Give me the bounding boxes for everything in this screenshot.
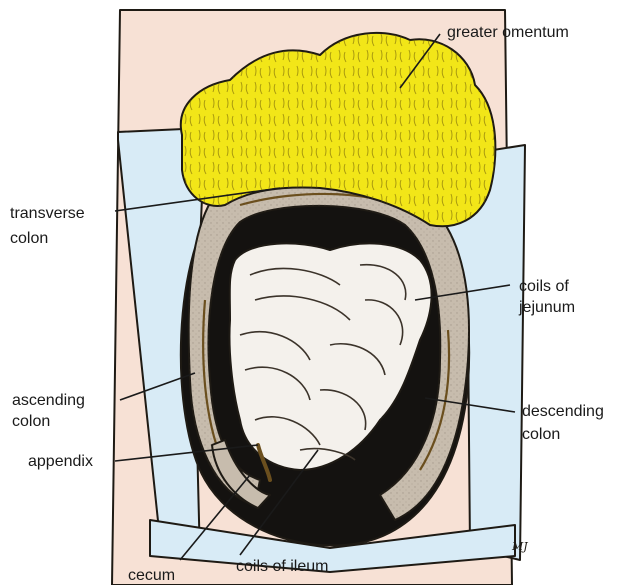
label-descending-colon: descending colon (522, 403, 608, 443)
artist-signature: MJ (511, 540, 528, 553)
label-transverse-colon: transverse colon (10, 205, 89, 247)
label-cecum: cecum (128, 567, 175, 584)
label-ascending-colon-line2: colon (12, 413, 50, 430)
label-coils-of-jejunum-line1: coils of (519, 278, 569, 295)
label-transverse-colon-line1: transverse (10, 205, 85, 222)
label-ascending-colon-line1: ascending (12, 392, 85, 409)
label-coils-of-jejunum-line2: jejunum (518, 299, 575, 316)
label-coils-of-jejunum: coils of jejunum (518, 278, 575, 316)
label-transverse-colon-line2: colon (10, 230, 48, 247)
label-descending-colon-line2: colon (522, 426, 560, 443)
label-coils-of-ileum: coils of ileum (236, 558, 328, 575)
label-appendix: appendix (28, 453, 93, 470)
label-ascending-colon: ascending colon (12, 392, 89, 430)
label-greater-omentum: greater omentum (447, 24, 569, 41)
label-descending-colon-line1: descending (522, 403, 604, 420)
